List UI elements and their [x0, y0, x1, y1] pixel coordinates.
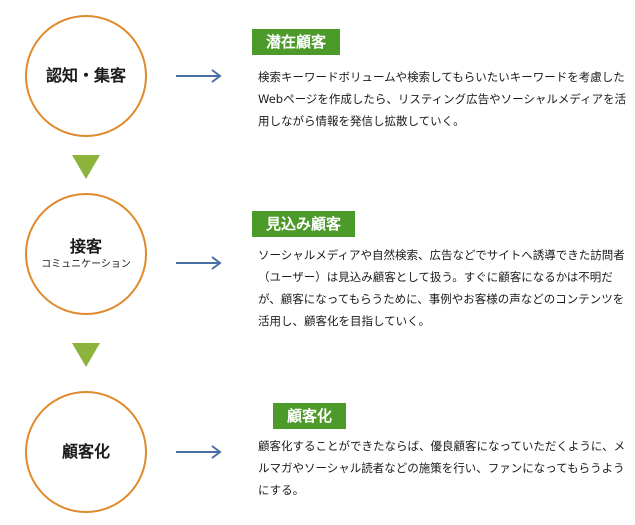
stage-circle-label: 接客 [69, 236, 102, 256]
stage-description: 顧客化することができたならば、優良顧客になっていただくように、メルマガやソーシャ… [258, 439, 626, 497]
stage-description: 検索キーワードボリュームや検索してもらいたいキーワードを考慮したWebページを作… [258, 70, 627, 128]
down-arrow-icon [72, 343, 100, 367]
stage-badge-customer: 顧客化 [273, 403, 347, 429]
stage-badge-prospect: 見込み顧客 [252, 211, 356, 237]
right-arrow-icon [176, 69, 222, 83]
stage-circle-sublabel: コミュニケーション [41, 259, 131, 271]
stage-description: ソーシャルメディアや自然検索、広告などでサイトへ誘導できた訪問者（ユーザー）は見… [258, 248, 625, 328]
stage-circle-label: 認知・集客 [45, 66, 126, 86]
stage-circle-conversion: 顧客化 [25, 391, 147, 513]
stage-circle-awareness: 認知・集客 [25, 15, 147, 137]
stage-badge-potential-customer: 潜在顧客 [252, 29, 341, 55]
stage-circle-engagement: 接客 コミュニケーション [25, 193, 147, 315]
right-arrow-icon [176, 445, 222, 459]
stage-circle-label: 顧客化 [61, 442, 110, 462]
down-arrow-icon [72, 155, 100, 179]
right-arrow-icon [176, 256, 222, 270]
